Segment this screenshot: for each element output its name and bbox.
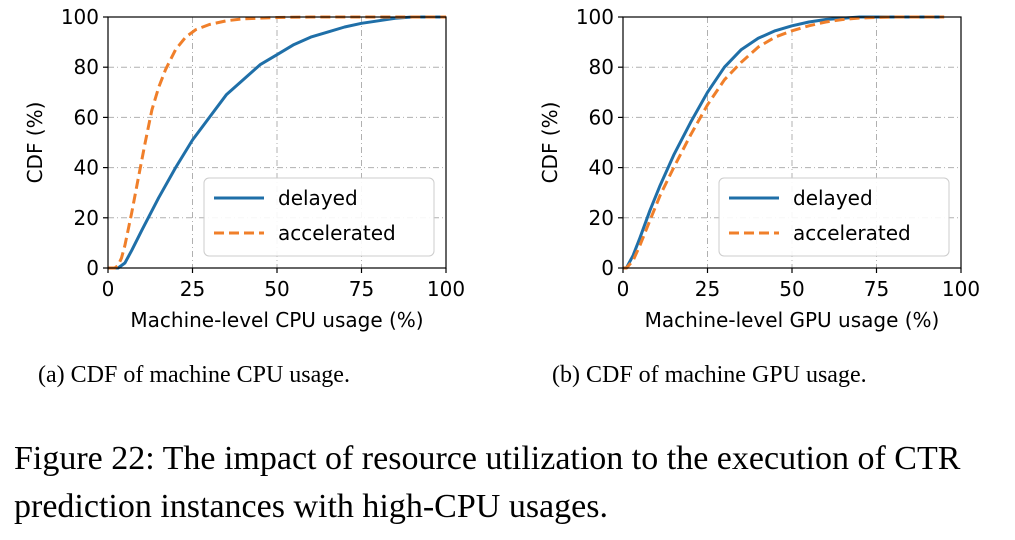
y-tick-label: 40 [589,156,614,180]
y-tick-label: 100 [576,5,614,29]
y-tick-label: 80 [589,55,614,79]
x-tick-label: 100 [427,277,465,301]
y-tick-label: 60 [589,105,614,129]
y-axis-title: CDF (%) [23,102,47,184]
figure-caption: Figure 22: The impact of resource utiliz… [14,440,961,525]
y-tick-label: 0 [601,256,614,280]
x-tick-label: 100 [942,277,980,301]
x-tick-label: 50 [779,277,804,301]
y-tick-label: 60 [74,105,99,129]
y-axis-title: CDF (%) [538,102,562,184]
y-tick-label: 100 [61,5,99,29]
legend-label-delayed: delayed [278,186,358,210]
y-tick-label: 40 [74,156,99,180]
y-tick-label: 20 [589,206,614,230]
legend-label-accelerated: accelerated [793,221,911,245]
x-tick-label: 0 [617,277,630,301]
x-axis-title: Machine-level GPU usage (%) [645,308,940,332]
x-tick-label: 50 [264,277,289,301]
x-tick-label: 25 [695,277,720,301]
y-tick-label: 80 [74,55,99,79]
x-axis-title: Machine-level CPU usage (%) [130,308,423,332]
series-line-accelerated [623,15,945,270]
x-tick-label: 25 [180,277,205,301]
y-tick-label: 0 [86,256,99,280]
legend-label-delayed: delayed [793,186,873,210]
subcaption-cpu: (a) CDF of machine CPU usage. [38,362,350,388]
series-line-delayed [108,15,446,270]
legend: delayed accelerated [203,177,435,257]
x-tick-label: 0 [102,277,115,301]
legend: delayed accelerated [718,177,950,257]
x-tick-label: 75 [864,277,889,301]
subcaption-gpu: (b) CDF of machine GPU usage. [552,362,867,388]
x-tick-label: 75 [349,277,374,301]
legend-label-accelerated: accelerated [278,221,396,245]
y-tick-label: 20 [74,206,99,230]
series-line-accelerated [108,15,446,270]
